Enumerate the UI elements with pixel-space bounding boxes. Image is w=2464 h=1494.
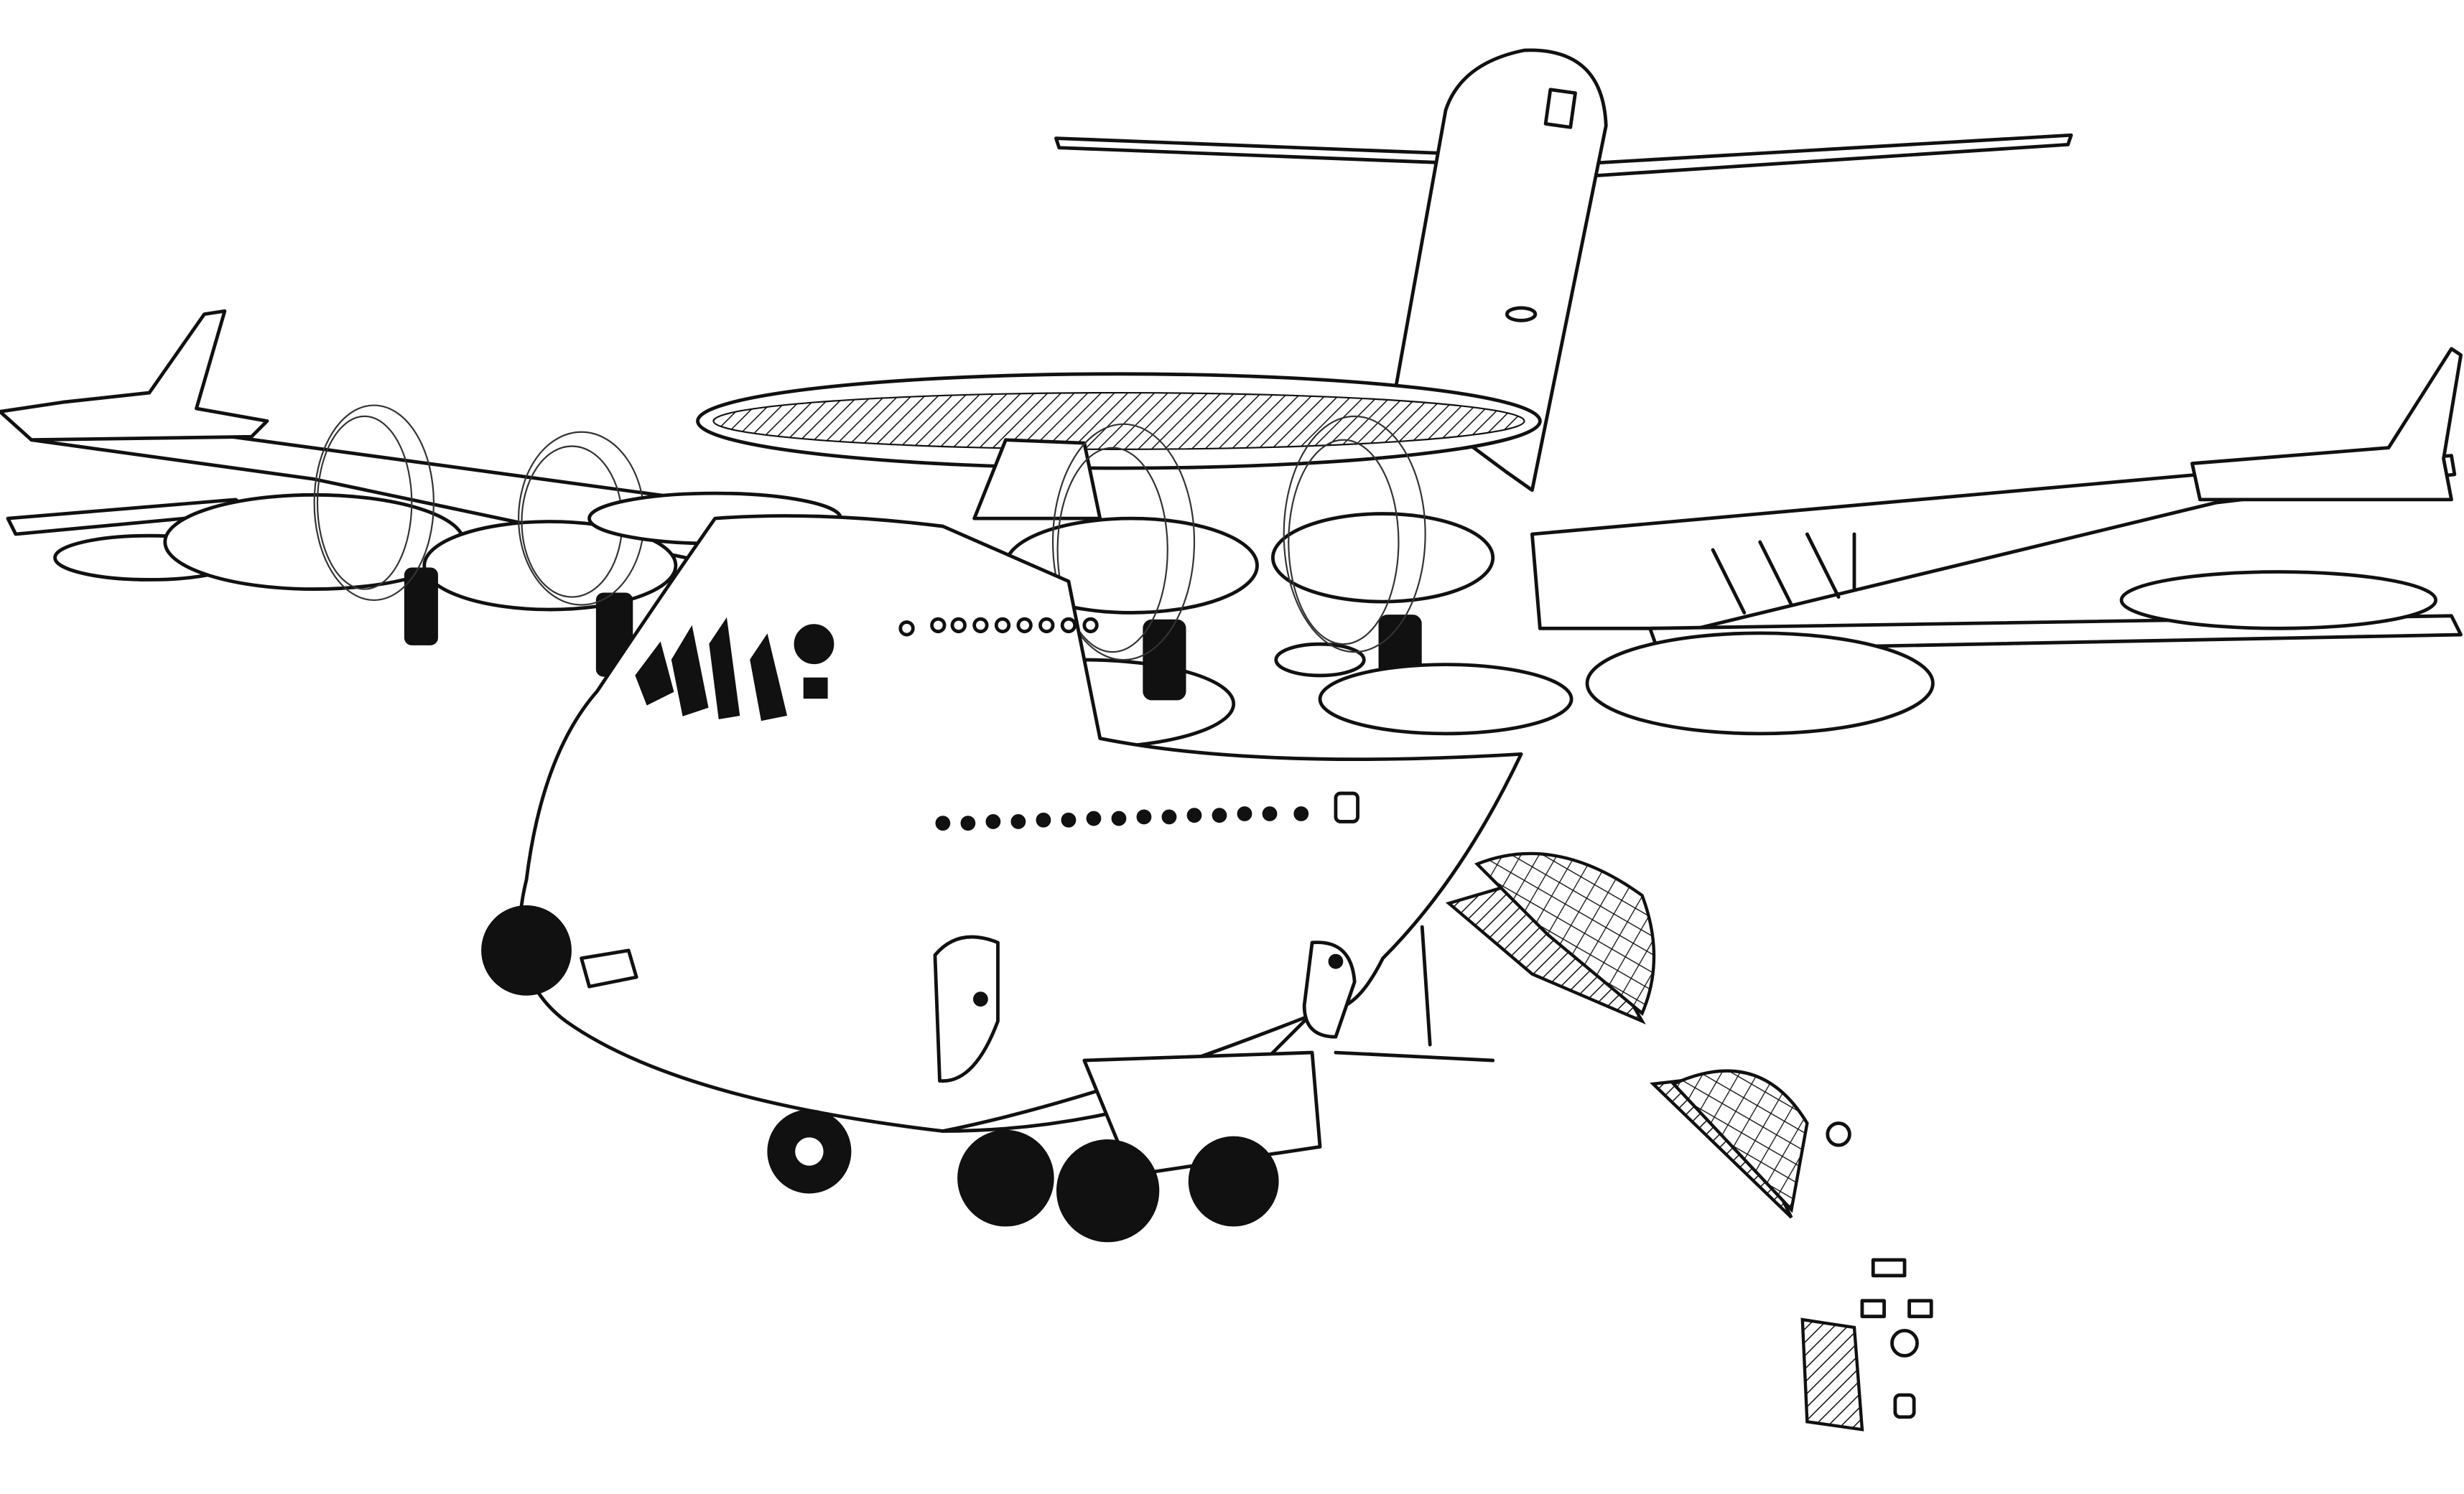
right-drop-tank [2119, 570, 2438, 630]
lower-window-row [935, 806, 1309, 831]
cargo-canister [1826, 1121, 1851, 1147]
main-wheel [957, 1129, 1054, 1227]
right-outer-engine [1270, 512, 1495, 604]
tail-panel [1543, 88, 1577, 129]
tail-fin [1393, 48, 1608, 492]
cargo-canister [1890, 1328, 1919, 1358]
right-wing [1530, 347, 2463, 736]
ramp-strut [1420, 925, 1432, 1047]
cargo-box [1907, 1299, 1933, 1319]
engine-pod [1318, 663, 1573, 736]
cockpit-windows [635, 617, 834, 722]
right-outer-tank [1585, 631, 1935, 736]
cargo-ramp [1334, 1050, 1495, 1063]
side-door [933, 935, 1000, 1083]
landing-gear [767, 925, 1495, 1243]
right-wingtip-jet [2190, 347, 2463, 502]
engine-intake [1143, 619, 1186, 701]
forward-door [1302, 940, 1357, 1039]
tail-light [1505, 306, 1538, 322]
left-wingtip-jet [0, 309, 269, 442]
upper-window-row [898, 617, 1099, 637]
nose-sensor [580, 948, 638, 989]
cargo-net [1474, 851, 1656, 1016]
main-wheel [1188, 1136, 1279, 1227]
cargo-box [1860, 1299, 1886, 1319]
right-propeller-discs [1051, 415, 1426, 661]
nose-radar [481, 905, 572, 996]
hatch-marker [1334, 791, 1359, 823]
cargo-crate [1800, 1317, 1864, 1432]
tail-assembly [1054, 48, 2073, 492]
cargo-net [1670, 1069, 1809, 1213]
engine-intake [404, 567, 438, 645]
main-wheel [1056, 1139, 1160, 1243]
left-inner-nacelle [422, 520, 678, 612]
cargo-box [1871, 1258, 1907, 1278]
fuselage [481, 514, 1523, 1133]
cargo-drop [1445, 851, 1933, 1432]
cargo-canister [1893, 1393, 1916, 1419]
gear-fairing [1082, 1050, 1322, 1177]
radome [696, 372, 1542, 520]
wing-flap-tracks [1711, 532, 1856, 615]
engine-exhaust [1274, 642, 1366, 678]
